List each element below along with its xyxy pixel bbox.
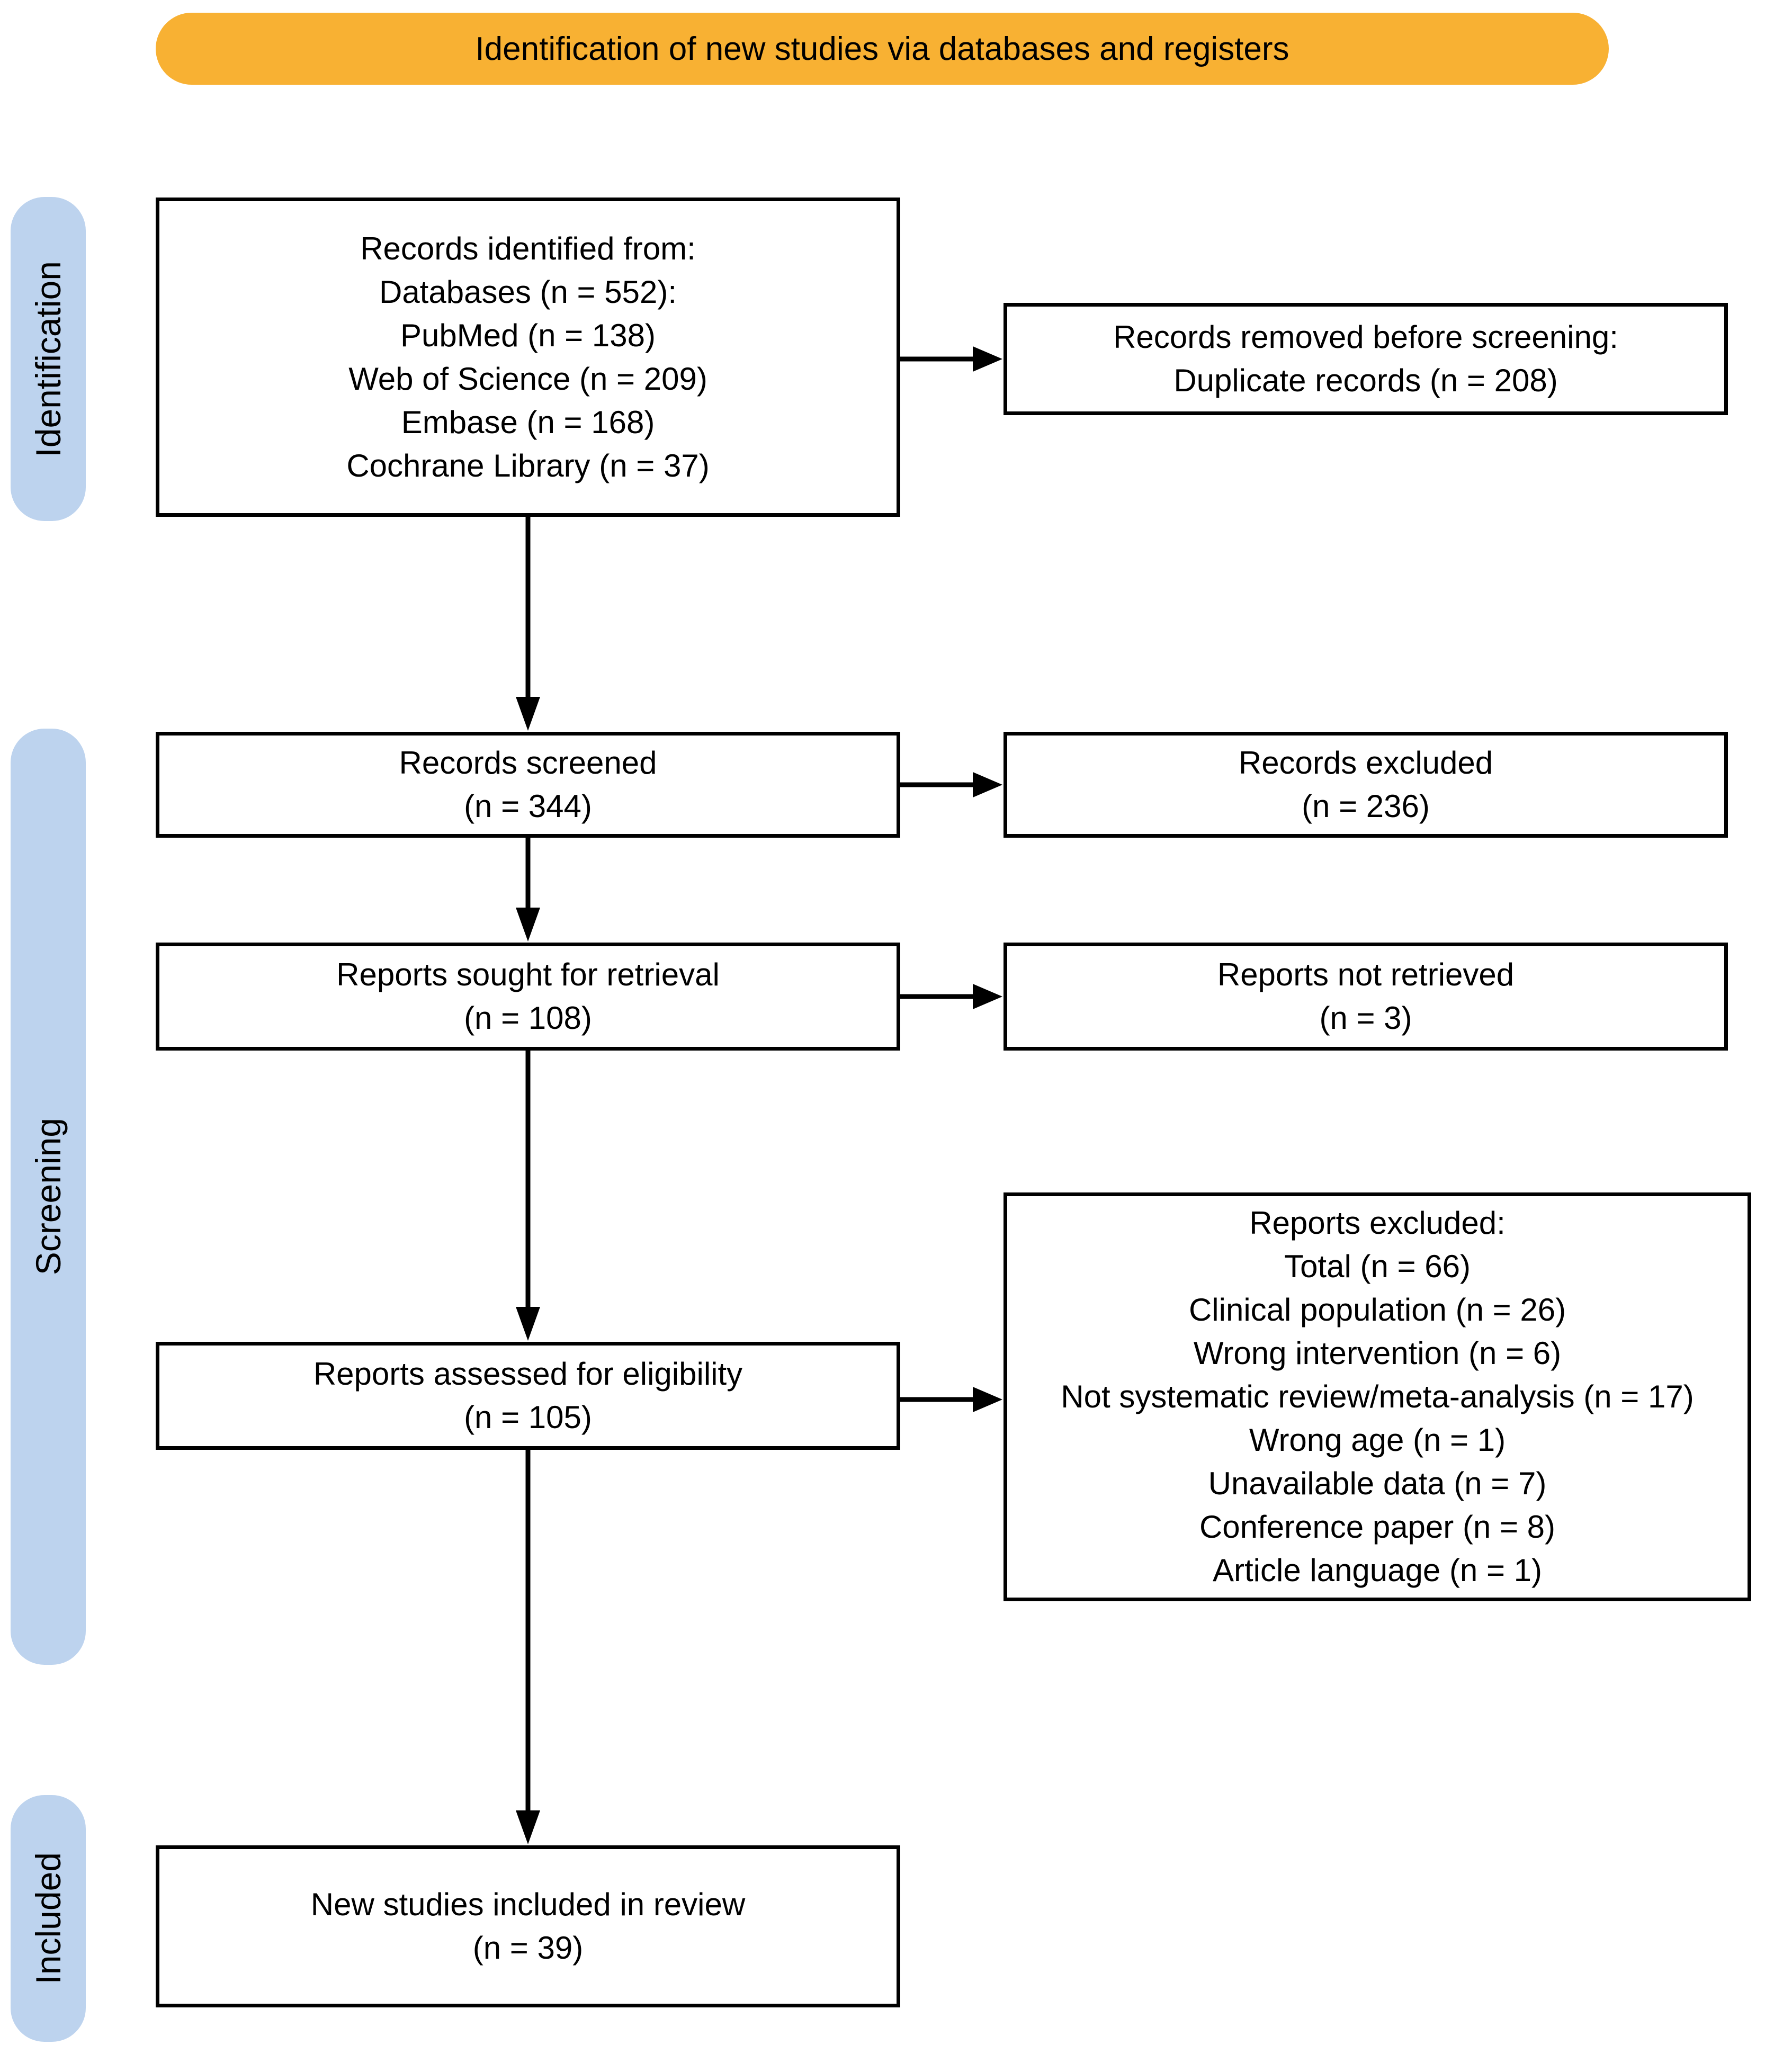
arrow-identified-to-removed (900, 346, 1002, 372)
box-line: (n = 39) (472, 1930, 584, 1966)
arrow-identified-to-screened (516, 517, 540, 731)
box-reports-excluded: Reports excluded: Total (n = 66) Clinica… (1004, 1192, 1751, 1601)
box-line: Total (n = 66) (1284, 1249, 1471, 1284)
box-line: Article language (n = 1) (1212, 1553, 1543, 1588)
box-line: Duplicate records (n = 208) (1173, 363, 1558, 398)
box-line: Reports not retrieved (1217, 957, 1515, 992)
box-line: Wrong age (n = 1) (1249, 1422, 1506, 1458)
banner-identification-of-new-studies: Identification of new studies via databa… (156, 13, 1609, 85)
stage-label-included: Included (11, 1795, 86, 2042)
box-records-screened: Records screened (n = 344) (156, 732, 900, 838)
box-reports-not-retrieved: Reports not retrieved (n = 3) (1004, 943, 1728, 1051)
box-line: Records identified from: (360, 230, 696, 266)
box-line: Reports assessed for eligibility (313, 1356, 743, 1392)
box-line: Embase (n = 168) (401, 404, 655, 440)
box-reports-assessed-for-eligibility: Reports assessed for eligibility (n = 10… (156, 1342, 900, 1450)
arrow-assessed-to-included (516, 1450, 540, 1844)
arrow-assessed-to-reports-excluded (900, 1387, 1002, 1412)
box-line: Not systematic review/meta-analysis (n =… (1061, 1379, 1694, 1414)
banner-title: Identification of new studies via databa… (475, 30, 1289, 67)
box-line: New studies included in review (310, 1887, 746, 1922)
box-line: Databases (n = 552): (379, 274, 677, 310)
stage-label-screening: Screening (11, 729, 86, 1665)
stage-label-screening-text: Screening (29, 1118, 68, 1276)
box-line: (n = 108) (464, 1000, 592, 1036)
stage-label-identification-text: Identification (29, 261, 68, 458)
box-line: Web of Science (n = 209) (348, 361, 707, 397)
arrow-sought-to-assessed (516, 1051, 540, 1341)
box-reports-sought-for-retrieval: Reports sought for retrieval (n = 108) (156, 943, 900, 1051)
arrow-screened-to-excluded (900, 772, 1002, 797)
box-line: Records excluded (1238, 745, 1493, 781)
box-line: Wrong intervention (n = 6) (1193, 1335, 1562, 1371)
box-records-removed-before-screening: Records removed before screening: Duplic… (1004, 303, 1728, 415)
arrow-sought-to-not-retrieved (900, 984, 1002, 1009)
stage-label-identification: Identification (11, 197, 86, 521)
box-new-studies-included-in-review: New studies included in review (n = 39) (156, 1845, 900, 2007)
box-line: Records screened (399, 745, 657, 781)
box-line: Reports sought for retrieval (336, 957, 720, 992)
box-line: (n = 236) (1302, 788, 1430, 824)
box-line: Cochrane Library (n = 37) (346, 447, 710, 483)
box-line: Reports excluded: (1249, 1205, 1506, 1241)
box-line: Unavailable data (n = 7) (1208, 1466, 1547, 1501)
stage-label-included-text: Included (29, 1852, 68, 1985)
box-line: (n = 3) (1319, 1000, 1412, 1036)
box-line: Records removed before screening: (1113, 319, 1618, 355)
box-records-excluded: Records excluded (n = 236) (1004, 732, 1728, 838)
arrow-screened-to-sought (516, 838, 540, 941)
box-line: PubMed (n = 138) (400, 317, 656, 353)
box-line: Clinical population (n = 26) (1188, 1292, 1566, 1327)
box-line: (n = 105) (464, 1400, 592, 1435)
box-line: (n = 344) (464, 788, 592, 824)
box-records-identified: Records identified from: Databases (n = … (156, 198, 900, 517)
box-line: Conference paper (n = 8) (1199, 1509, 1556, 1545)
